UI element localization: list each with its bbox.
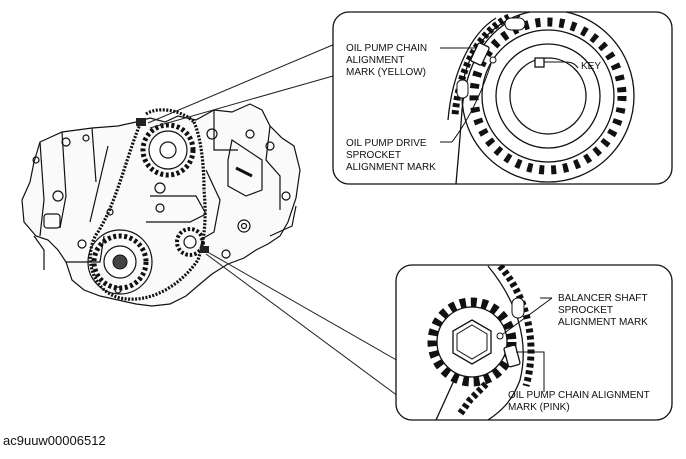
top-callout-leaders [440,47,579,143]
pink-chain-link [503,344,521,368]
zoom-leader-lines [147,43,407,403]
oil-pump-drive-sprocket-label: OIL PUMP DRIVE SPROCKET ALIGNMENT MARK [346,138,436,173]
bottom-detail-sprocket [427,265,535,420]
yellow-chain-link [470,42,490,66]
oil-pump-chain-yellow-label: OIL PUMP CHAIN ALIGNMENT MARK (YELLOW) [346,43,430,78]
oil-pump-chain-pink-label: OIL PUMP CHAIN ALIGNMENT MARK (PINK) [508,390,652,413]
engine-upper-sprocket [140,122,196,178]
bottom-callout-leaders [502,297,553,392]
engine-oil-pump-chain [88,108,209,301]
top-detail-sprocket [447,12,635,184]
engine-crank-sprocket [87,229,153,295]
key-label: KEY [581,61,601,72]
balancer-sprocket-mark [496,332,504,340]
figure-code: ac9uuw00006512 [3,433,106,448]
balancer-shaft-sprocket-label: BALANCER SHAFT SPROCKET ALIGNMENT MARK [558,293,650,328]
drive-sprocket-mark [489,56,497,64]
key-mark [534,57,545,68]
